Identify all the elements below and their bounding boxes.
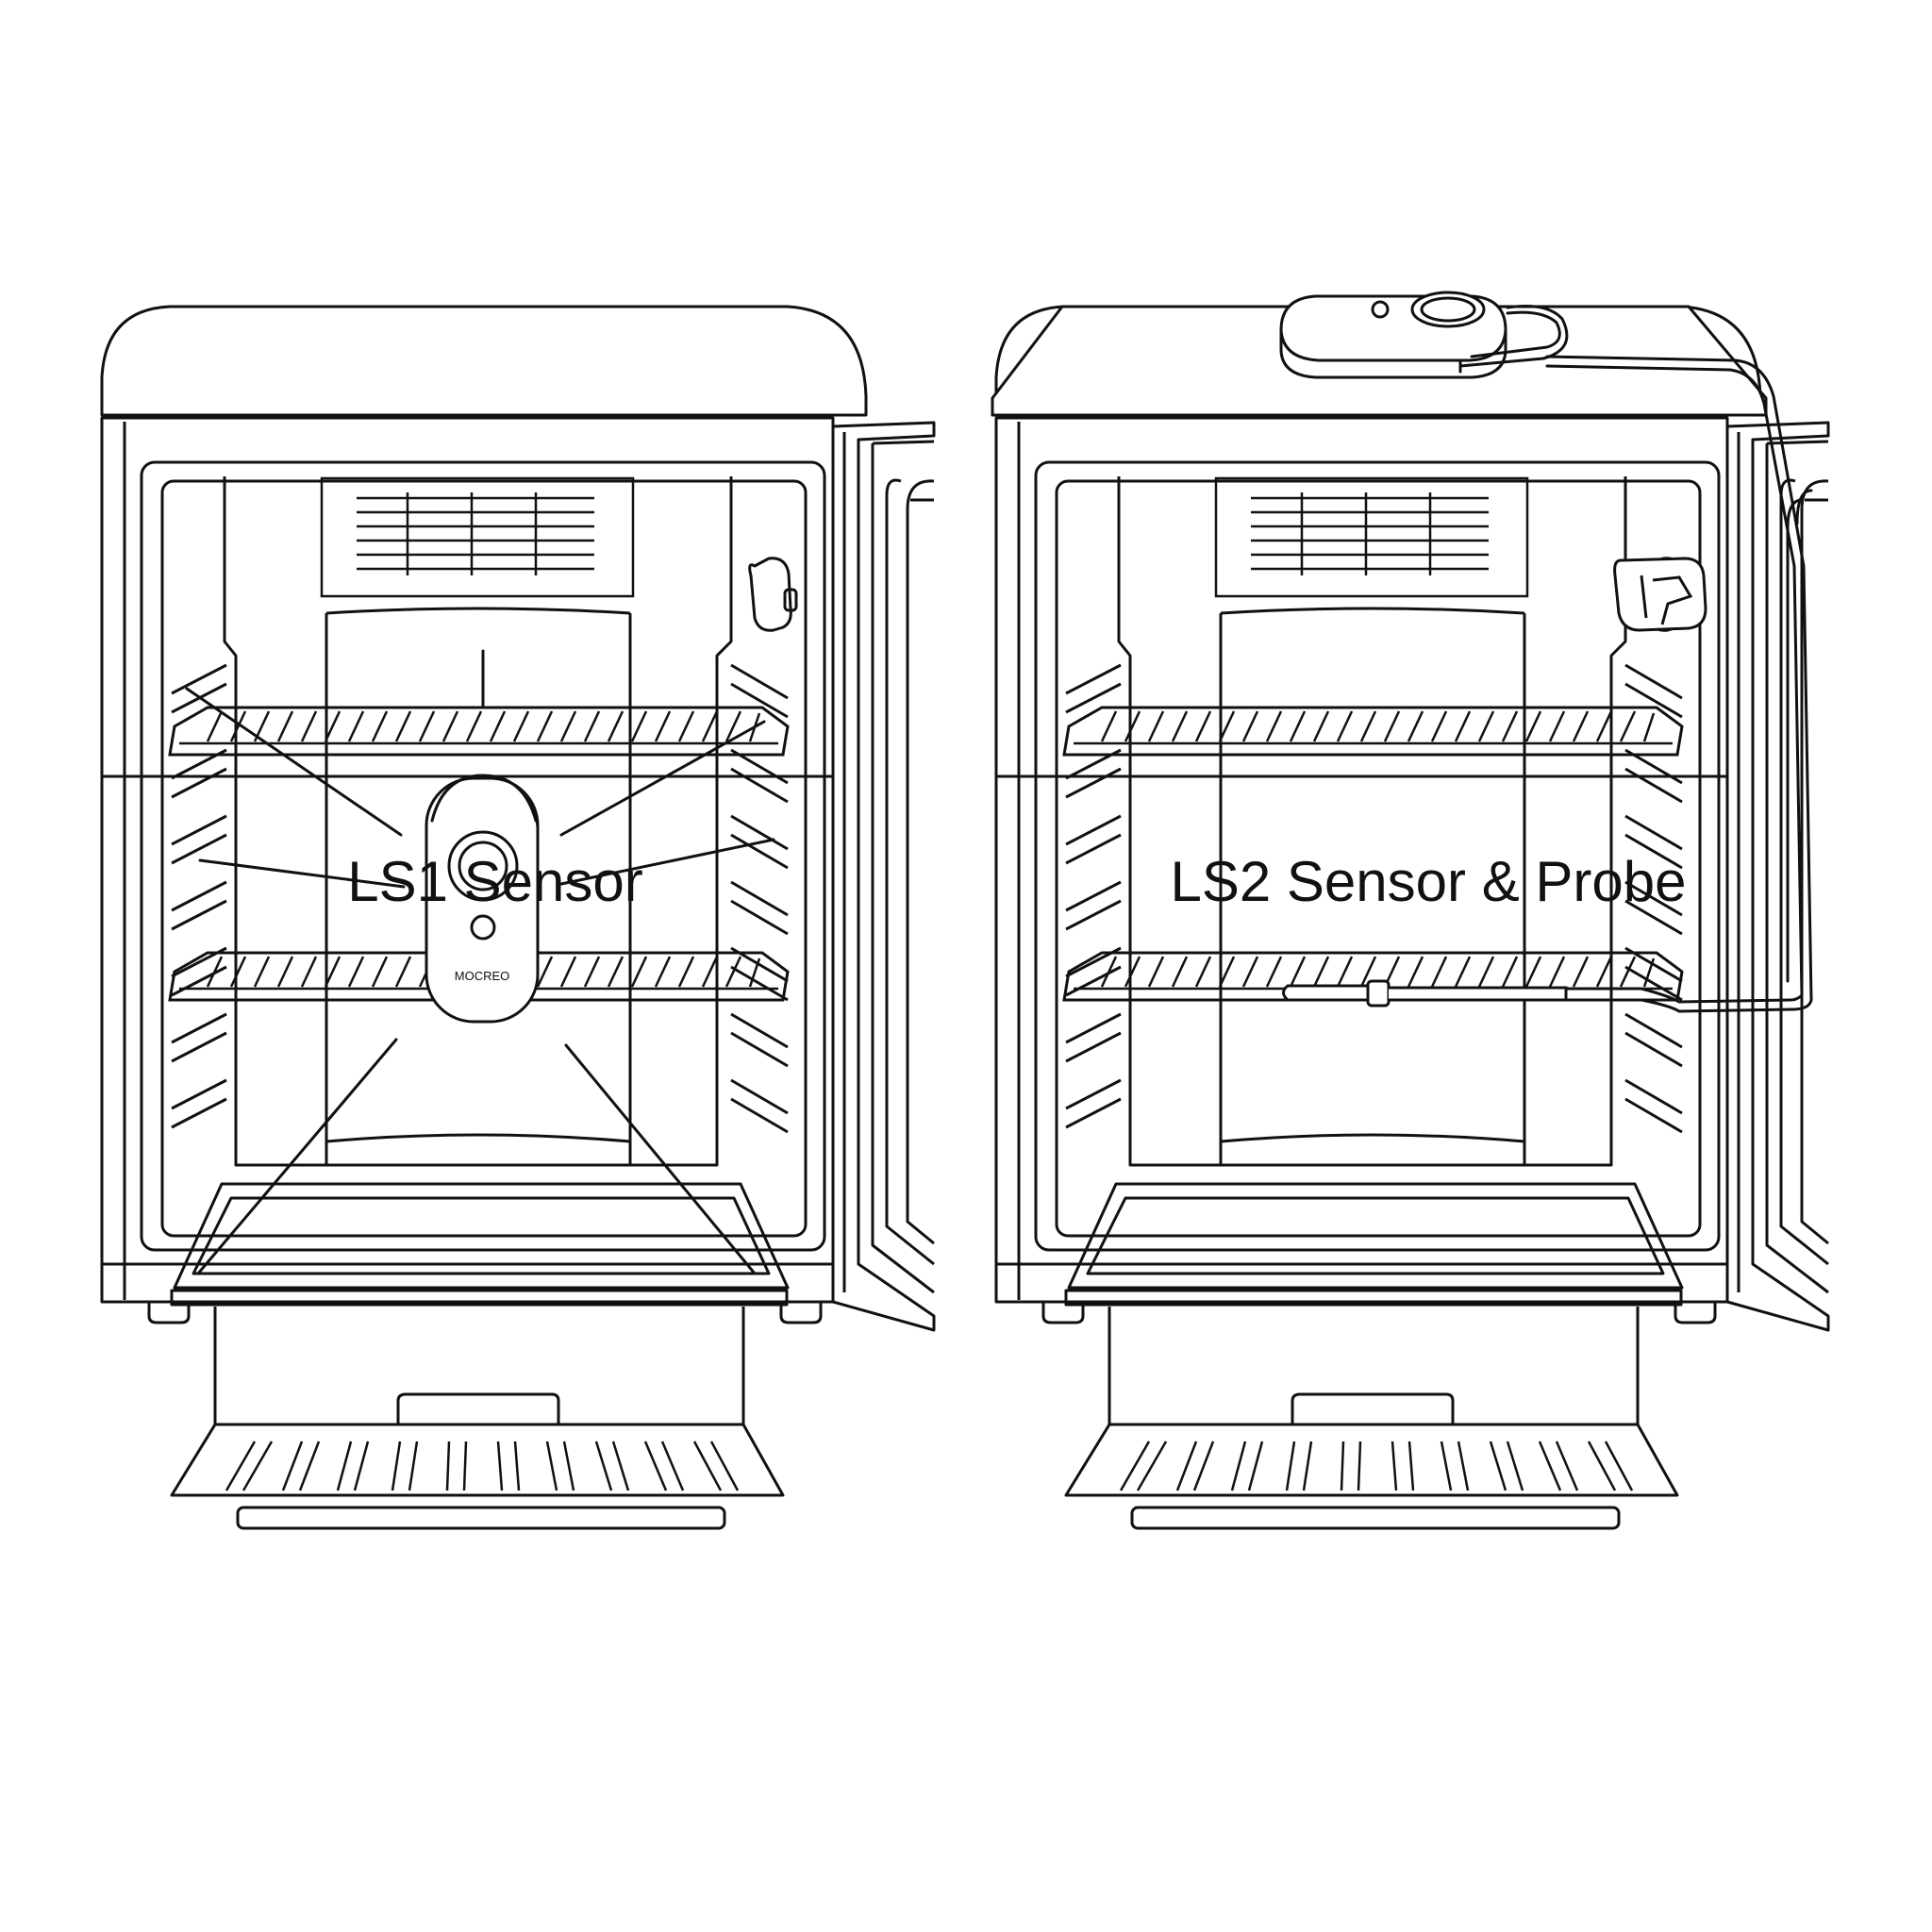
ls1-signal-lines — [187, 651, 774, 1274]
fridge-right — [994, 305, 1830, 1530]
sensor-brand-label: MOCREO — [455, 969, 510, 983]
ls2-sensor — [1281, 292, 1506, 377]
ls2-probe — [1284, 981, 1567, 1006]
caption-ls1: LS1 Sensor — [347, 850, 643, 913]
ls1-sensor: MOCREO — [426, 775, 538, 1022]
ls2-cable-clip — [1615, 558, 1706, 630]
caption-ls2: LS2 Sensor & Probe — [1170, 850, 1687, 913]
ls2-probe-cable — [1460, 307, 1811, 1012]
